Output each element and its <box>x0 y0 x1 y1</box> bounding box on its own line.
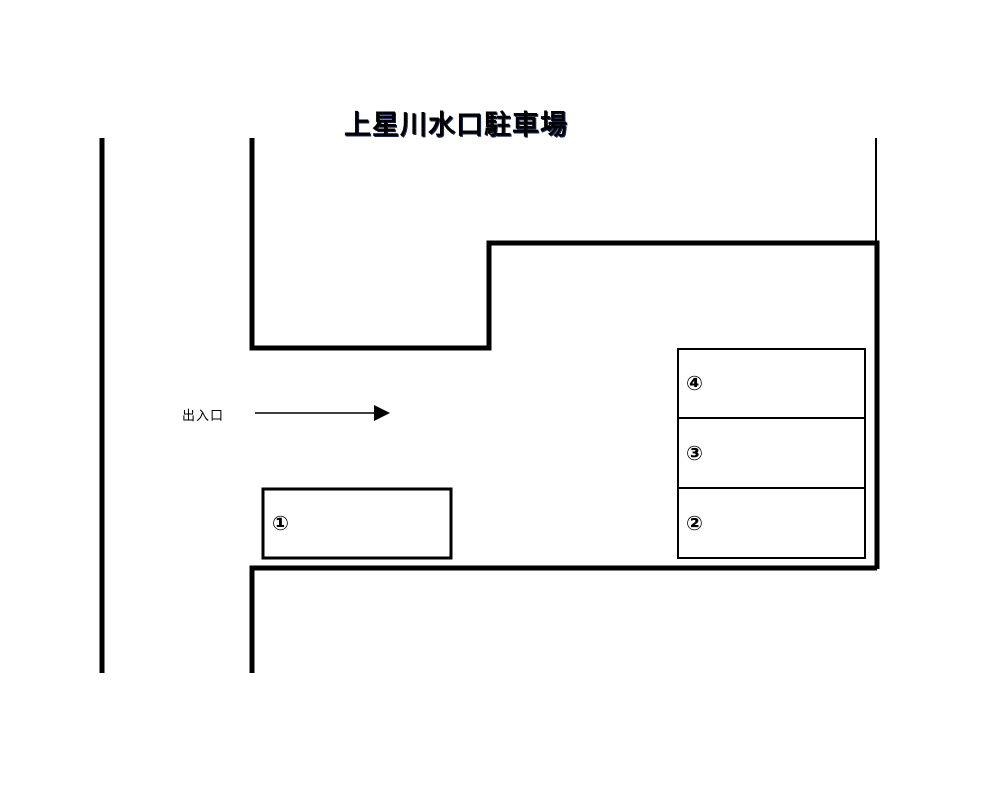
space-label-3: ③ <box>686 441 703 465</box>
space-label-1: ① <box>272 511 289 535</box>
parking-space-1 <box>261 487 453 560</box>
entrance-label: 出入口 <box>182 409 225 424</box>
entrance-arrow-icon <box>255 405 390 421</box>
space-label-4: ④ <box>686 371 703 395</box>
lot-upper-boundary <box>249 138 880 569</box>
parking-space-4 <box>677 348 866 419</box>
lot-lower-boundary <box>249 565 877 673</box>
space-label-2: ② <box>686 511 703 535</box>
parking-space-3 <box>677 417 866 489</box>
parking-space-2 <box>677 487 866 559</box>
page-title: 上星川水口駐車場 <box>344 110 568 141</box>
